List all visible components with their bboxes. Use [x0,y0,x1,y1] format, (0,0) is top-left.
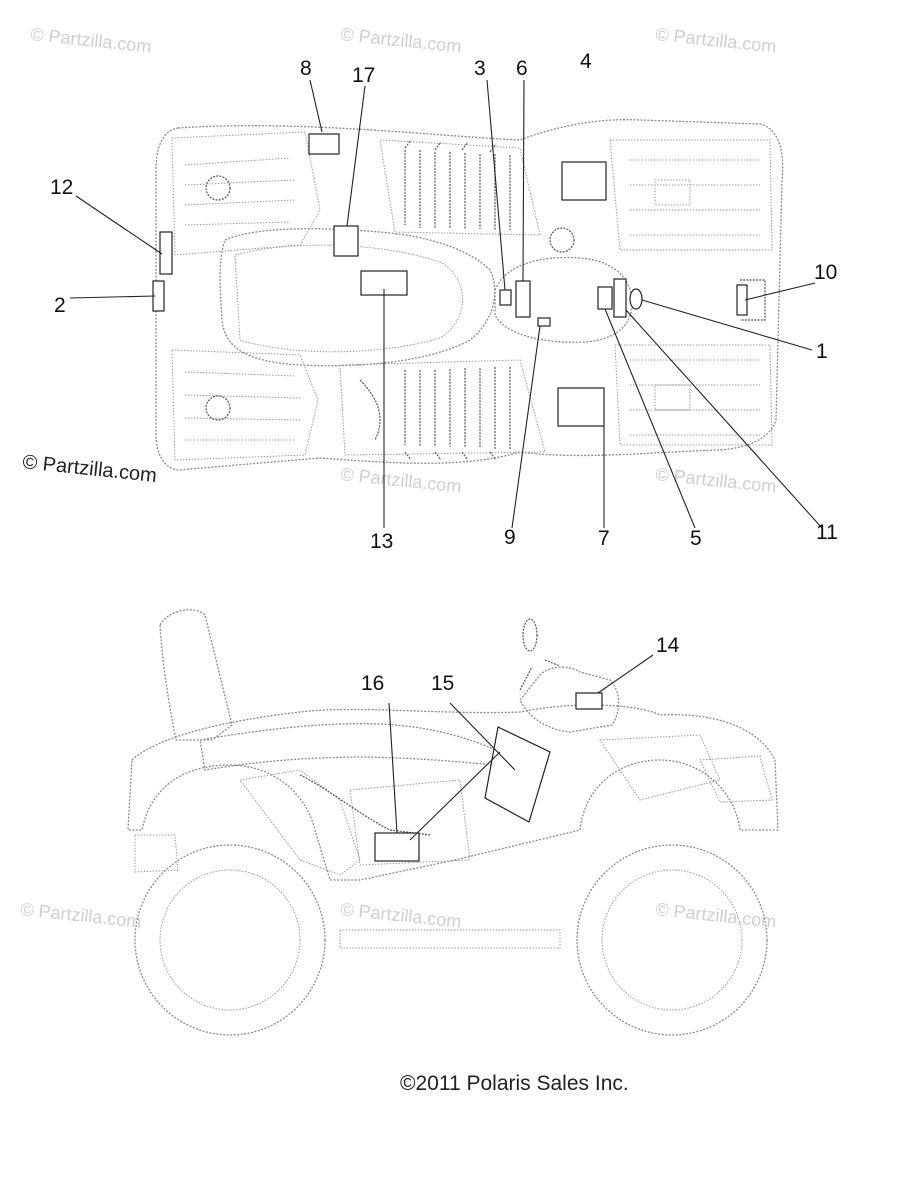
decal-17 [333,225,359,257]
watermark-label: © Partzilla.com [21,451,157,487]
watermark: © Partzilla.com [340,464,463,497]
decal-15 [484,726,551,823]
callout-7: 7 [598,527,610,550]
callout-6: 6 [516,57,528,80]
decal-3 [499,289,512,306]
top-view-outline [155,119,784,471]
footwell-top [379,139,541,236]
callout-9: 9 [504,526,516,549]
decal-9 [537,317,551,327]
watermark: © Partzilla.com [655,464,778,497]
callout-5: 5 [690,527,702,550]
watermark: © Partzilla.com [655,24,778,57]
callout-1: 1 [816,340,828,363]
watermark: © Partzilla.com [340,899,463,932]
copyright-notice: ©2011 Polaris Sales Inc. [400,1072,629,1095]
atv-side-view: 14 15 16 [127,609,779,1036]
decal-4 [561,161,607,201]
decal-5 [597,286,613,310]
decal-1 [629,288,643,310]
atv-top-view: 8 17 3 6 4 12 2 10 1 13 9 7 5 11 [50,50,838,553]
callout-13: 13 [370,530,393,553]
callout-8: 8 [300,57,312,80]
callout-14: 14 [656,634,680,657]
callout-2: 2 [54,294,66,317]
watermark: © Partzilla.com [655,899,778,932]
decal-11-panel [613,278,627,318]
callout-11: 11 [816,521,838,544]
footwell-bottom [339,359,546,461]
callout-12: 12 [50,176,73,199]
front-wheel [576,844,768,1036]
callout-3: 3 [474,57,486,80]
decal-6 [515,280,531,318]
decal-12 [159,231,173,275]
watermark: © Partzilla.com [340,24,463,57]
decal-14 [575,692,603,710]
decal-8 [308,133,340,155]
watermark: © Partzilla.com [20,899,143,932]
callout-15: 15 [431,672,454,695]
watermark: © Partzilla.com [30,24,153,57]
rear-wheel [134,844,326,1036]
callout-4: 4 [580,50,592,73]
callout-16: 16 [361,672,384,695]
decal-7 [557,387,605,427]
callout-10: 10 [814,261,837,284]
callout-17: 17 [352,64,375,87]
